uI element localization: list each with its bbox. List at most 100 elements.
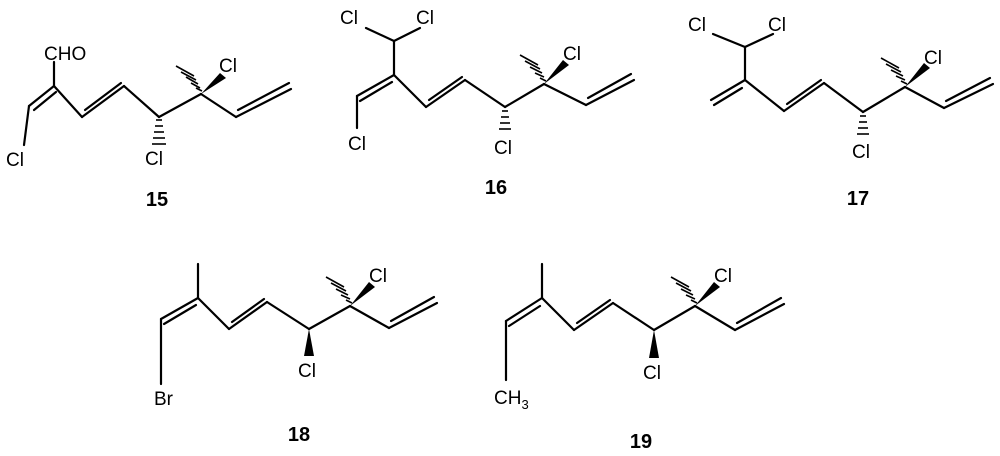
bond	[463, 78, 507, 109]
bond	[392, 73, 428, 109]
wedge-bond	[304, 329, 314, 356]
atom-label: Cl	[298, 361, 316, 382]
bond	[307, 304, 352, 331]
bond-double-inner	[944, 76, 992, 103]
bond	[387, 301, 439, 330]
bond-double-inner	[586, 72, 633, 100]
bond	[903, 85, 946, 110]
atom-label: Cl	[688, 15, 706, 36]
atom-label: Cl	[369, 266, 387, 287]
atom-label: Cl	[340, 8, 358, 29]
atom-label: Cl	[416, 8, 434, 29]
atom-label: Cl	[768, 15, 786, 36]
bond	[355, 73, 396, 98]
bond	[733, 302, 786, 332]
bond	[504, 296, 544, 323]
compound-17: Cl Cl Cl Cl 17	[688, 15, 995, 210]
bond	[743, 78, 786, 113]
bond	[652, 304, 697, 332]
hashed-bond	[499, 110, 511, 130]
bond	[503, 82, 546, 109]
bond	[364, 26, 396, 43]
bond	[22, 104, 31, 147]
hashed-bond	[880, 57, 908, 85]
bond	[711, 32, 747, 49]
wedge-bond	[350, 282, 375, 306]
bond-double-inner	[735, 296, 783, 325]
atom-label: Cl	[348, 134, 366, 155]
bond-double-inner	[507, 304, 542, 328]
wedge-bond	[905, 63, 930, 87]
bond	[80, 84, 126, 119]
wedge-bond	[695, 282, 720, 306]
bond	[743, 32, 775, 49]
bond	[542, 82, 588, 107]
compound-number: 15	[146, 189, 168, 211]
bond	[424, 78, 467, 109]
bond-double-inner	[575, 298, 612, 325]
bond	[693, 304, 737, 332]
compound-16: Cl Cl Cl Cl Cl 16	[340, 8, 636, 199]
bond	[157, 92, 203, 119]
hashed-bond	[152, 119, 166, 145]
atom-label: Cl	[563, 44, 581, 65]
bond	[52, 84, 84, 119]
hashed-bond	[519, 54, 547, 82]
bond	[234, 87, 293, 119]
atom-label: Cl	[643, 363, 661, 384]
atom-label: Cl	[6, 150, 24, 171]
bond-double-inner	[712, 86, 744, 107]
hashed-bond	[857, 115, 869, 135]
bond	[709, 78, 747, 102]
atom-label: CH	[494, 388, 521, 409]
bond	[392, 26, 422, 43]
bond-double-inner	[785, 78, 823, 106]
hashed-bond	[175, 65, 203, 92]
atom-label: Cl	[852, 142, 870, 163]
bond	[584, 78, 636, 107]
atom-label: Cl	[714, 266, 732, 287]
atom-label: Cl	[219, 56, 237, 77]
bond	[822, 81, 865, 114]
bond	[227, 300, 269, 331]
hashed-bond	[325, 276, 353, 304]
bond-double-inner	[83, 81, 123, 112]
bond	[27, 84, 56, 108]
atom-label: Cl	[145, 149, 163, 170]
compound-number: 19	[630, 431, 652, 453]
bond	[199, 92, 238, 119]
bond	[942, 82, 995, 110]
wedge-bond	[649, 330, 659, 358]
bond	[782, 81, 826, 113]
wedge-bond	[201, 73, 226, 94]
compound-number: 16	[485, 177, 507, 199]
atom-label: CH3	[494, 388, 529, 412]
bond-double-inner	[162, 303, 198, 326]
bond	[861, 85, 907, 114]
bond	[540, 296, 576, 332]
bond	[611, 301, 656, 332]
compound-number: 17	[847, 188, 869, 210]
wedge-bond	[544, 60, 569, 84]
atom-label: Cl	[924, 48, 942, 69]
bond	[196, 296, 231, 331]
bond	[348, 304, 391, 330]
bond-double-inner	[230, 297, 266, 324]
atom-label: CHO	[44, 44, 86, 65]
bond	[265, 300, 311, 331]
bond	[572, 301, 615, 332]
compound-number: 18	[288, 424, 310, 446]
atom-subscript: 3	[521, 397, 528, 412]
compound-15: CHO Cl Cl Cl 15	[6, 44, 293, 211]
compound-19: CH3 Cl Cl 19	[494, 262, 786, 453]
bond-double-inner	[236, 81, 291, 112]
atom-label: Br	[154, 389, 174, 410]
bond	[122, 84, 161, 119]
bond-double-inner	[427, 75, 464, 102]
bond-double-inner	[389, 295, 436, 323]
bond-double-inner	[358, 80, 394, 103]
hashed-bond	[670, 276, 698, 304]
bond-double-inner	[32, 90, 58, 112]
